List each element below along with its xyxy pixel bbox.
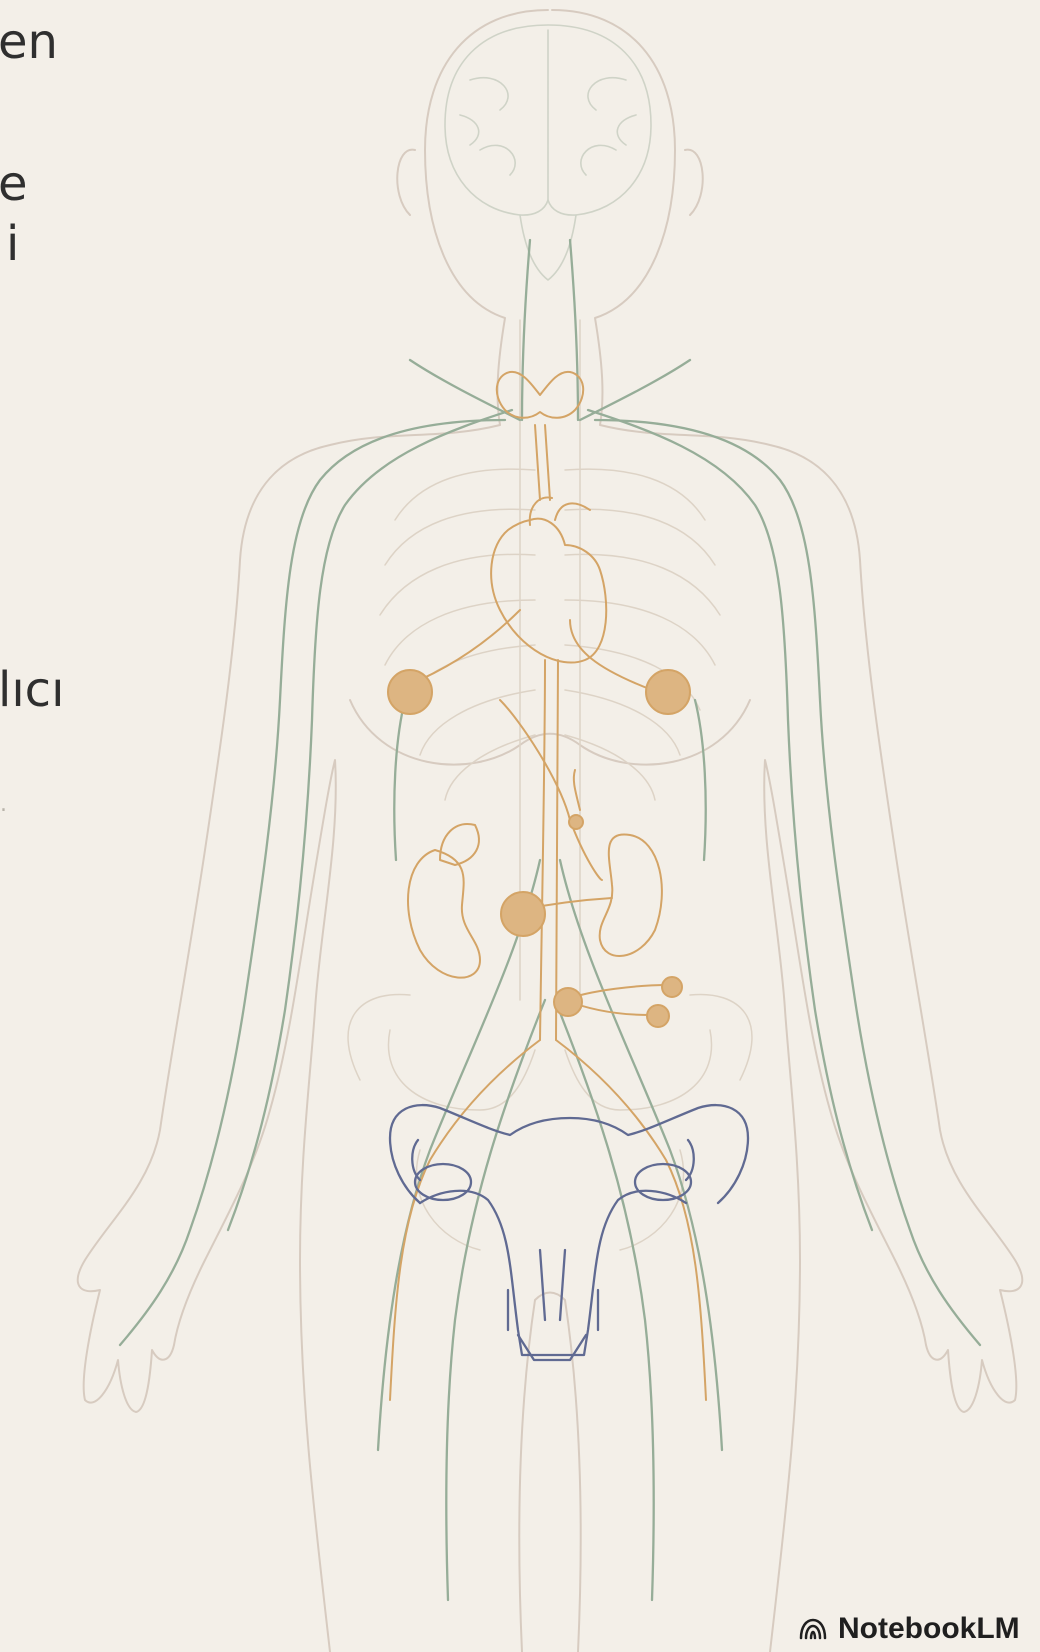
small-node [569, 815, 583, 829]
notebooklm-watermark: NotebookLM [798, 1614, 1020, 1644]
ovary-node-1 [662, 977, 682, 997]
left-kidney [408, 850, 480, 978]
notebooklm-logo-icon [798, 1617, 828, 1641]
endocrine-system [390, 372, 706, 1400]
adrenal-gland [440, 824, 479, 865]
lower-gland [554, 988, 582, 1016]
right-breast-gland [646, 670, 690, 714]
left-ovary [415, 1164, 471, 1200]
body-outline [78, 10, 1022, 1652]
nerve-network [120, 240, 980, 1600]
left-breast-gland [388, 670, 432, 714]
pancreas-gland [501, 892, 545, 936]
right-kidney [600, 834, 662, 956]
glands [388, 670, 690, 1027]
ovary-node-2 [647, 1005, 669, 1027]
heart [491, 497, 606, 662]
brain [445, 25, 651, 280]
watermark-label: NotebookLM [838, 1614, 1020, 1644]
